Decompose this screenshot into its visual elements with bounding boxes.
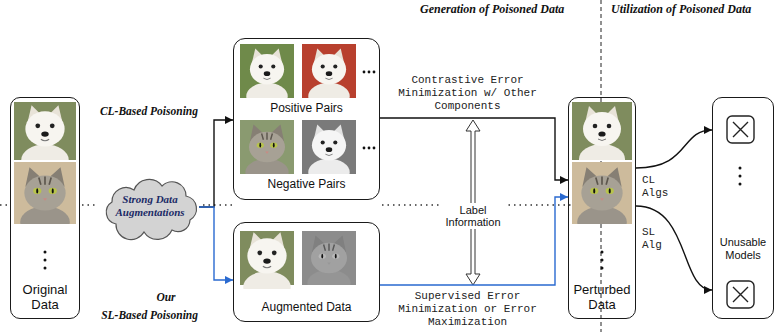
- data-panel: Perturbed Data: [568, 97, 636, 319]
- dotted-separator: [0, 204, 598, 206]
- edge-label: Contrastive Error Minimization w/ Other …: [397, 74, 539, 113]
- node-text: Augmented Data: [234, 300, 379, 314]
- edge-label: Supervised Error Minimization or Error M…: [397, 290, 539, 329]
- dotted-segment: [203, 204, 232, 206]
- dot: [601, 267, 604, 270]
- icon-frame: [727, 281, 754, 308]
- connector: [199, 207, 233, 280]
- dot: [373, 71, 376, 74]
- edge-label-holder: SL Alg: [642, 226, 672, 252]
- dot: [739, 167, 742, 170]
- node-text: Perturbed Data: [569, 282, 635, 312]
- cat-photo: [245, 125, 288, 186]
- horizontal-ellipsis: [363, 71, 376, 74]
- dot: [363, 147, 366, 150]
- cat-photo: [307, 236, 350, 297]
- annotation-label: Label Information: [441, 203, 505, 229]
- label-holder: Generation of Poisoned Data: [420, 2, 564, 16]
- dot: [44, 267, 47, 270]
- node-text: Positive Pairs: [234, 101, 379, 115]
- dog-photo: [308, 125, 349, 186]
- node-text: Original Data: [11, 282, 79, 312]
- edge-label-holder: Supervised Error Minimization or Error M…: [397, 290, 539, 329]
- dotted-segment: [0, 204, 9, 206]
- annotation-label: SL-Based Poisoning: [88, 308, 198, 322]
- vertical-ellipsis: [44, 251, 47, 270]
- dot: [601, 251, 604, 254]
- cat-photo: [20, 167, 70, 237]
- dot: [739, 175, 742, 178]
- edge-label: CL Algs: [642, 174, 672, 200]
- dot: [739, 183, 742, 186]
- edge-label-holder: Contrastive Error Minimization w/ Other …: [397, 74, 539, 113]
- annotation-label: CL-Based Poisoning: [92, 104, 198, 118]
- section-heading: Utilization of Poisoned Data: [611, 2, 751, 16]
- icon-cross: [733, 122, 748, 137]
- horizontal-ellipsis: [363, 147, 376, 150]
- label-holder: SL-Based Poisoning: [88, 308, 198, 322]
- dot: [373, 147, 376, 150]
- cloud-text: Strong Data Augmentations: [98, 193, 202, 219]
- label-holder: Label Information: [441, 203, 505, 229]
- connector: [199, 120, 233, 207]
- pairs-panel: Positive PairsNegative Pairs: [233, 38, 380, 200]
- broken-model-icon: [727, 116, 754, 143]
- broken-model-icon: [727, 281, 754, 308]
- connector: [380, 118, 568, 180]
- edge-label-holder: CL Algs: [642, 174, 672, 200]
- data-panel: Original Data: [10, 97, 80, 319]
- label-holder: Utilization of Poisoned Data: [611, 2, 751, 16]
- edge-label: SL Alg: [642, 226, 672, 252]
- dotted-segment: [82, 204, 98, 206]
- models-panel: Unusable Models: [712, 97, 774, 319]
- section-heading: Generation of Poisoned Data: [420, 2, 564, 16]
- connector: [380, 197, 568, 285]
- dot: [44, 259, 47, 262]
- vertical-ellipsis: [601, 251, 604, 270]
- node-text: Unusable Models: [713, 236, 773, 262]
- augmented-panel: Augmented Data: [233, 222, 380, 322]
- annotation-label: Our: [150, 290, 182, 304]
- dot: [601, 259, 604, 262]
- dog-photo: [308, 49, 349, 110]
- dot: [363, 71, 366, 74]
- dot: [368, 71, 371, 74]
- dot: [368, 147, 371, 150]
- connector: [636, 206, 712, 290]
- dog-photo: [246, 49, 287, 110]
- vertical-ellipsis: [739, 167, 742, 186]
- label-holder: CL-Based Poisoning: [92, 104, 198, 118]
- icon-frame: [727, 116, 754, 143]
- connector: [636, 130, 712, 168]
- node-text: Negative Pairs: [234, 177, 379, 191]
- dot: [44, 251, 47, 254]
- cat-photo: [577, 167, 627, 237]
- label-holder: Our: [150, 290, 182, 304]
- icon-cross: [733, 287, 748, 302]
- dog-photo: [243, 232, 291, 302]
- augmentation-cloud: Strong Data Augmentations: [98, 178, 202, 236]
